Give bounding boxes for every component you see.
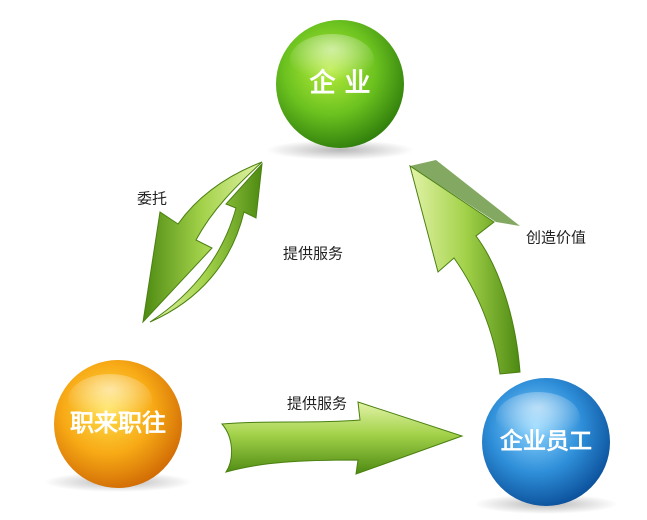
entrust-arrow [142,161,263,324]
create-value-label: 创造价值 [526,229,586,247]
employee-node: 企业员工 [474,378,618,514]
employee-label: 企业员工 [499,428,592,455]
enterprise-label: 企 业 [309,68,370,99]
platform-label: 职来职往 [70,409,166,437]
service-to-employee-label: 提供服务 [287,395,347,413]
platform-node: 职来职往 [44,360,192,492]
enterprise-node: 企 业 [266,20,414,160]
service-return-arrow [149,162,263,323]
create-value-arrow [409,160,521,375]
entrust-label: 委托 [137,190,167,208]
service-arrow [220,401,464,475]
service-to-enterprise-label: 提供服务 [283,245,343,263]
